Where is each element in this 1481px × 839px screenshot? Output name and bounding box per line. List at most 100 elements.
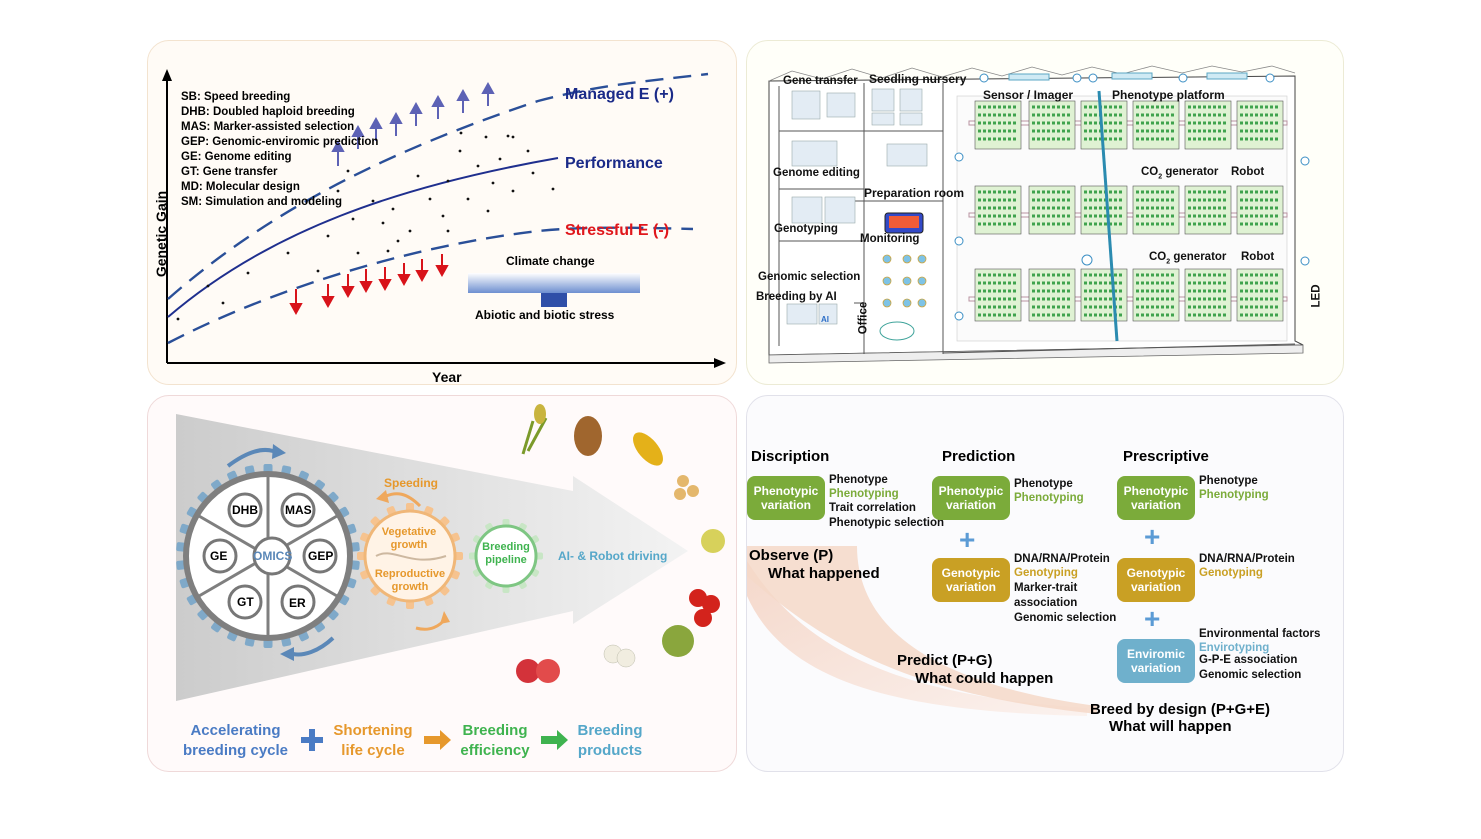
plant-tray [1236,100,1284,150]
plant-tray [1080,268,1128,322]
reproductive-label: Reproductive growth [374,568,446,593]
dna-text-2: DNA/RNA/Protein [1014,553,1110,565]
legend-list: SB: Speed breeding DHB: Doubled haploid … [181,90,378,210]
plant-tray [974,100,1022,150]
genomic-selection-label: Genomic selection [758,271,861,283]
y-axis-label: Genetic Gain [153,190,170,278]
legend-gep: GEP: Genomic-enviromic prediction [181,136,379,148]
mas-node: MAS [285,503,312,517]
pipeline-label: Breeding pipeline [482,541,530,566]
ai-icon: AI [821,315,829,324]
plant-tray [1184,268,1232,322]
observe-label: Observe (P) [749,547,834,564]
what-happened-label: What happened [768,565,880,582]
breeding-ai-label: Breeding by AI [756,291,837,303]
genome-editing-label: Genome editing [773,167,860,179]
ge-node: GE [210,549,228,563]
omics-node: OMICS [253,549,293,563]
legend-sb: SB: Speed breeding [181,91,291,103]
plant-tray [1132,100,1180,150]
products-label: Breeding products [577,722,643,759]
what-could-label: What could happen [915,670,1054,687]
ai-robot-label: AI- & Robot driving [558,549,668,563]
genomic-sel-text-3: Genomic selection [1199,669,1302,681]
stress-label: Abiotic and biotic stress [475,308,615,322]
phenotype-platform-label: Phenotype platform [1112,88,1225,102]
performance-label: Performance [565,155,663,172]
plant-tray [1236,268,1284,322]
plant-tray [1132,268,1180,322]
envirotyping-text: Envirotyping [1199,642,1270,654]
prediction-header: Prediction [942,448,1016,465]
genotypic-box-2: Genotypic variation [932,558,1010,602]
shortening-label: Shortening life cycle [333,722,413,759]
dna-text-3: DNA/RNA/Protein [1199,553,1295,565]
genomic-sel-text-2: Genomic selection [1014,612,1117,624]
accelerating-label: Accelerating breeding cycle [182,722,289,759]
legend-dhb: DHB: Doubled haploid breeding [181,106,355,118]
plant-tray [1236,185,1284,235]
pheno-sel-text: Phenotypic selection [829,517,945,529]
genetic-gain-chart [162,69,726,368]
phenotype-text-1: Phenotype [829,474,888,486]
genotyping-text-3: Genotyping [1199,567,1263,579]
genotyping-label: Genotyping [774,223,838,235]
phenotypic-box-3: Phenotypic variation [1117,476,1195,520]
x-axis-label: Year [432,369,462,385]
phenotypic-box-1: Phenotypic variation [747,476,825,520]
genotypic-box-3: Genotypic variation [1117,558,1195,602]
legend-gt: GT: Gene transfer [181,166,278,178]
legend-ge: GE: Genome editing [181,151,292,163]
env-factors-text: Environmental factors [1199,628,1321,640]
panel-breeding-cycle: DHB MAS GE OMICS GEP GT ER Speeding Vege… [147,395,737,772]
er-node: ER [289,596,306,610]
phenotype-text-2: Phenotype [1014,478,1073,490]
breed-design-label: Breed by design (P+G+E) [1090,701,1271,718]
plant-trays [974,100,1284,322]
plant-tray [1080,185,1128,235]
breeding-cycle-drawing [176,404,725,751]
gene-transfer-label: Gene transfer [783,75,858,87]
dhb-node: DHB [232,503,258,517]
stressful-label: Stressful E (-) [565,222,670,239]
plus-icon-2a: + [959,524,976,555]
robot-label-1: Robot [1231,166,1265,178]
legend-sm: SM: Simulation and modeling [181,196,342,208]
legend-md: MD: Molecular design [181,181,300,193]
plant-tray [974,185,1022,235]
marker-text-1: Marker-trait [1014,582,1078,594]
robot-label-2: Robot [1241,251,1275,263]
plus-icon-3b: + [1144,603,1161,634]
trend-band [747,546,1097,716]
trait-corr-text: Trait correlation [829,502,916,514]
plant-tray [1184,185,1232,235]
speeding-label: Speeding [384,476,439,490]
panel-facility: Gene transfer Seedling nursery Genome ed… [746,40,1344,385]
gep-node: GEP [308,549,334,563]
office-label: Office [857,301,870,335]
plant-tray [1028,100,1076,150]
climate-label: Climate change [506,254,595,268]
phenotyping-text-1: Phenotyping [829,488,899,500]
legend-mas: MAS: Marker-assisted selection [181,121,355,133]
managed-label: Managed E (+) [565,86,674,103]
monitoring-label: Monitoring [860,233,920,245]
led-label: LED [1310,284,1323,308]
enviromic-box: Enviromic variation [1117,639,1195,683]
predict-label: Predict (P+G) [897,652,993,669]
plus-icon-3a: + [1144,521,1161,552]
gt-node: GT [237,595,254,609]
genotyping-text-2: Genotyping [1014,567,1078,579]
marker-text-2: association [1014,597,1078,609]
discription-header: Discription [751,448,830,465]
plant-tray [974,268,1022,322]
gpe-text: G-P-E association [1199,654,1298,666]
plant-tray [1184,100,1232,150]
prescriptive-header: Prescriptive [1123,448,1209,465]
co2-generator-label-2: CO2 generator [1149,251,1227,266]
panel-genetic-gain: SB: Speed breeding DHB: Doubled haploid … [147,40,737,385]
plant-tray [1028,268,1076,322]
what-will-label: What will happen [1109,718,1232,735]
vegetative-label: Vegetative growth [381,526,437,551]
plant-tray [1028,185,1076,235]
